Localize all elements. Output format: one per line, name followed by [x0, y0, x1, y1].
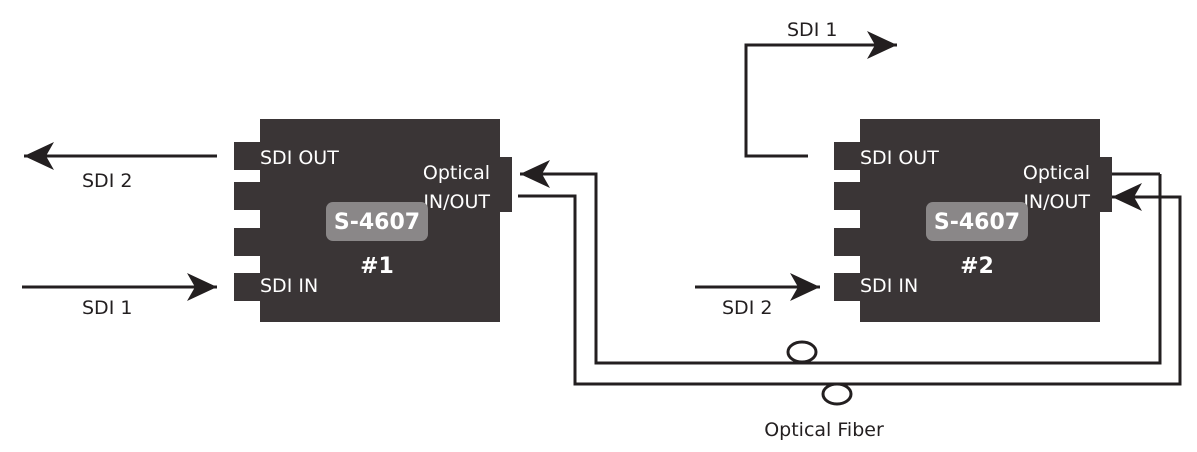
device-2-sdi-in-label: SDI IN — [860, 275, 918, 297]
device-1-port-tab-2 — [234, 182, 261, 210]
device-2-port-tab-sdi-out — [834, 142, 861, 170]
device-2-sdi-out-label: SDI OUT — [860, 147, 939, 169]
device-1-port-tab-sdi-out — [234, 142, 261, 170]
device-2-port-tab-sdi-in — [834, 273, 861, 301]
device-2-port-tab-3 — [834, 228, 861, 256]
fiber-1-into-device-1 — [520, 160, 1162, 365]
device-2-port-tab-optical — [1099, 157, 1112, 212]
fiber-1-coil-icon — [786, 340, 818, 364]
device-1-port-tab-3 — [234, 228, 261, 256]
device-1-port-tab-sdi-in — [234, 273, 261, 301]
device-1-output-signal-label: SDI 2 — [82, 170, 132, 192]
device-1-input-signal-label: SDI 1 — [82, 297, 132, 319]
device-1-sdi-out-label: SDI OUT — [260, 147, 339, 169]
device-1-optical-label: Optical — [423, 162, 490, 184]
device-1-port-tab-optical — [499, 157, 512, 212]
fiber-2-into-device-2 — [518, 183, 1182, 386]
device-2-input-signal-label: SDI 2 — [722, 297, 772, 319]
device-1-optical-inout-label: IN/OUT — [423, 191, 490, 213]
fiber-2-coil-icon — [821, 382, 853, 406]
device-2-optical-label: Optical — [1023, 162, 1090, 184]
device-1-unit-label: #1 — [360, 254, 394, 279]
device-2-port-tab-2 — [834, 182, 861, 210]
device-1-model-label: S-4607 — [334, 210, 420, 235]
device-2-model-label: S-4607 — [934, 210, 1020, 235]
optical-fiber-cables — [518, 160, 1182, 386]
device-2-unit-label: #2 — [960, 254, 994, 279]
device-1: SDI OUT SDI IN Optical IN/OUT S-4607 #1 — [234, 119, 512, 322]
sdi-connections — [22, 31, 897, 301]
device-2: SDI OUT SDI IN Optical IN/OUT S-4607 #2 — [834, 119, 1112, 322]
device-2-output-signal-label: SDI 1 — [787, 19, 837, 41]
device-1-sdi-in-label: SDI IN — [260, 275, 318, 297]
device-2-optical-inout-label: IN/OUT — [1023, 191, 1090, 213]
optical-fiber-label: Optical Fiber — [764, 419, 884, 441]
device-1-model-badge — [326, 202, 428, 241]
device-2-model-badge — [926, 202, 1028, 241]
device-2-output-arrow — [744, 31, 897, 158]
